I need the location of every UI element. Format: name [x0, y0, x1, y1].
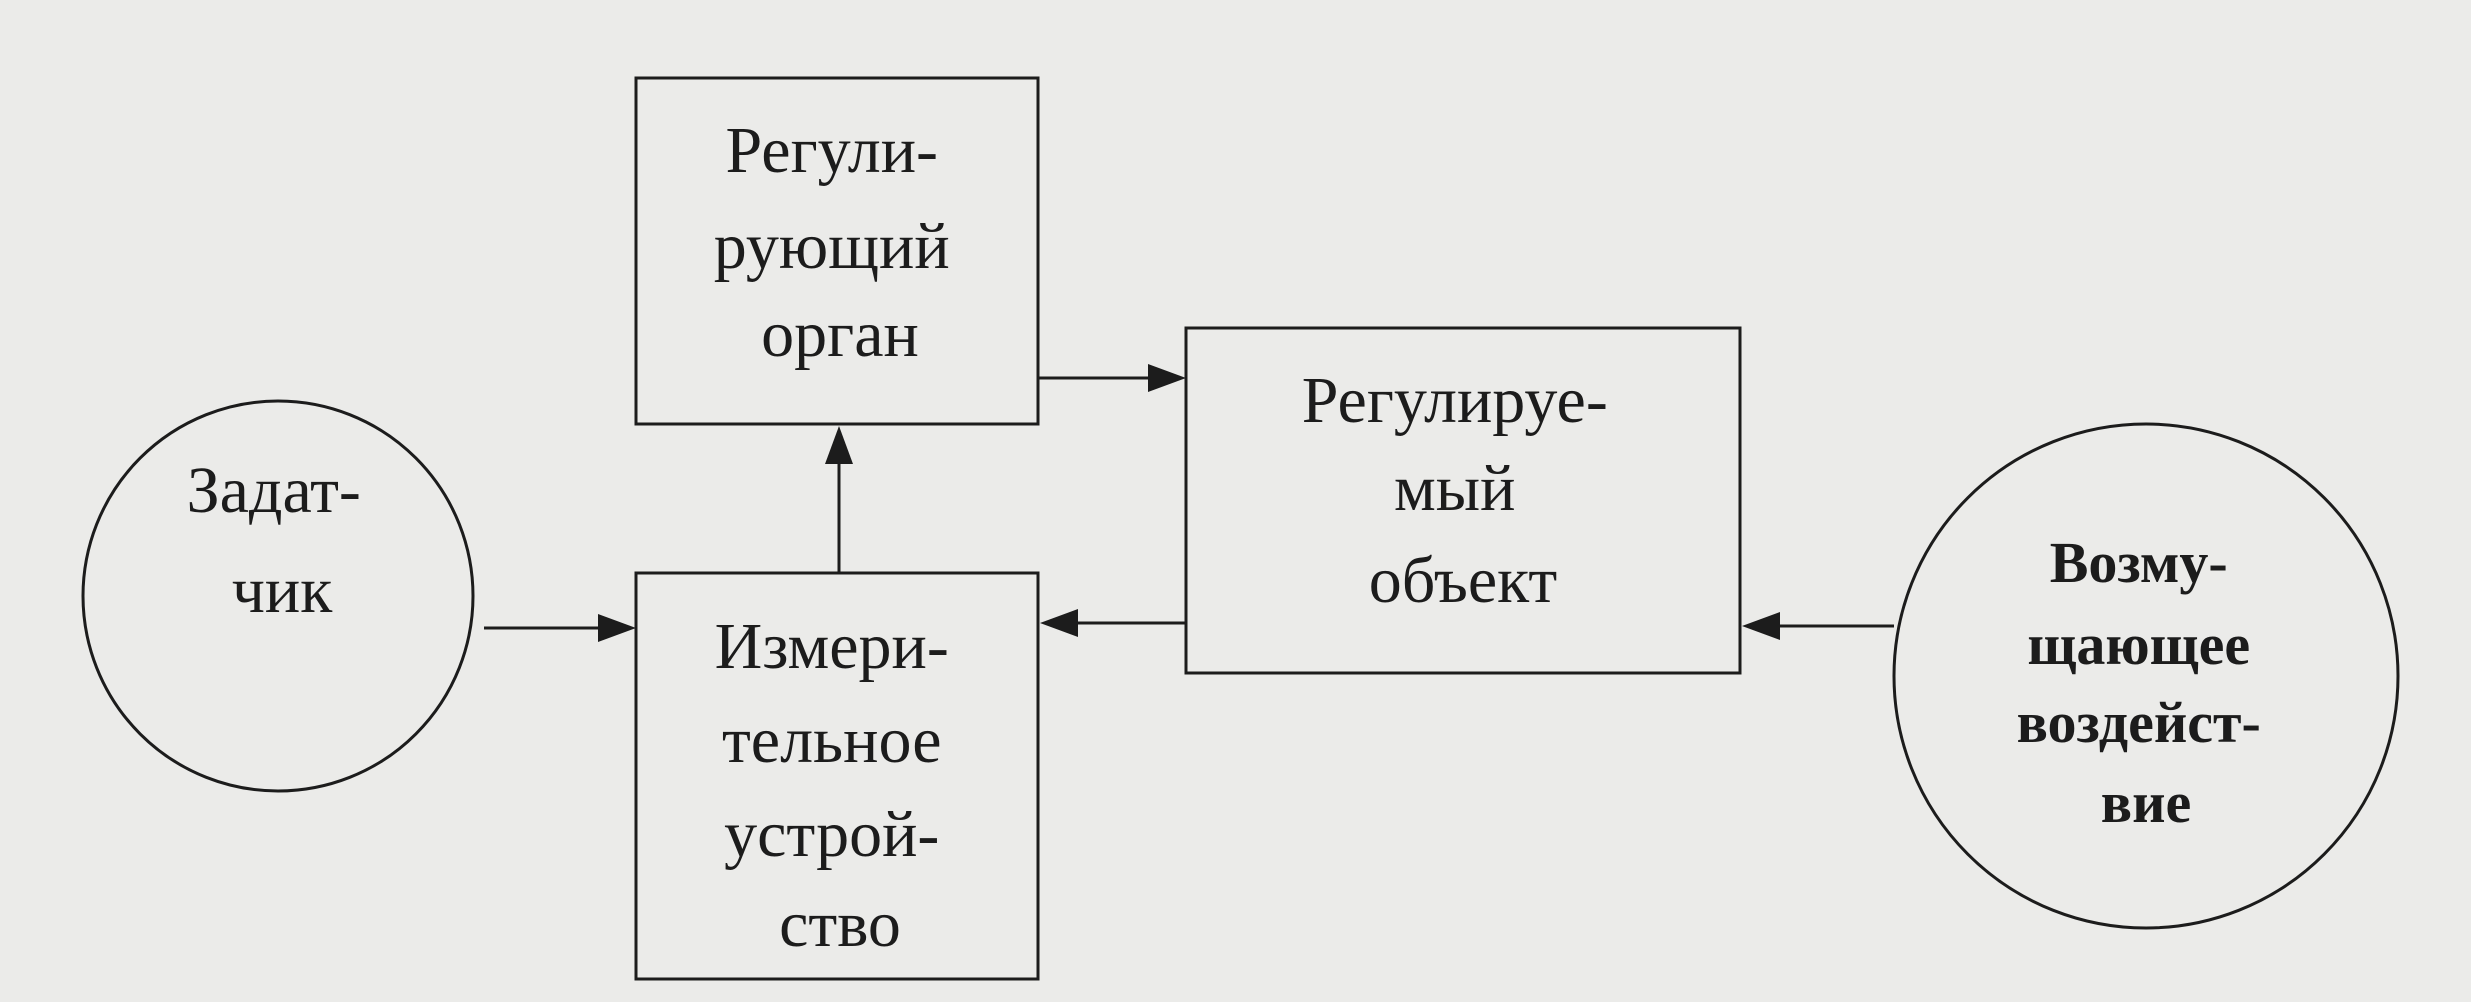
measuring-device-box: [634, 571, 1040, 981]
edge-disturbance-to-regulated-object: [1742, 612, 1894, 640]
disturbance-label-line-2: щающее: [2027, 612, 2250, 677]
regulating-organ-label-line-2: рующий: [714, 210, 950, 283]
arrow-head: [598, 614, 636, 642]
setpoint-node: Задат- чик: [81, 399, 475, 793]
setpoint-label-line-2: чик: [232, 554, 334, 627]
arrow-head: [825, 426, 853, 464]
regulated-object-node: Регулируе- мый объект: [1184, 326, 1742, 675]
svg-text:Регули- рующий орг: Регули- рующий орган: [714, 114, 966, 371]
disturbance-label-line-3: воздейст-: [2017, 690, 2261, 755]
setpoint-circle: [81, 399, 475, 793]
measuring-device-label-line-1: Измери-: [715, 610, 949, 683]
edge-measuring-device-to-regulating-organ: [825, 426, 853, 573]
disturbance-node: Возму- щающее воздейст- вие: [1892, 422, 2400, 930]
regulating-organ-label-line-3: орган: [761, 298, 919, 371]
edge-setpoint-to-measuring-device: [484, 614, 636, 642]
disturbance-circle: [1892, 422, 2400, 930]
regulating-organ-node: Регули- рующий орган: [634, 76, 1040, 426]
setpoint-label-line-1: Задат-: [187, 454, 361, 527]
measuring-device-label-line-2: тельное: [722, 704, 942, 777]
svg-text:Возму- щающее возд: Возму- щающее воздейст- вие: [2017, 530, 2276, 835]
regulated-object-label-line-1: Регулируе-: [1302, 364, 1608, 437]
edge-regulating-organ-to-regulated-object: [1038, 364, 1186, 392]
disturbance-label-line-4: вие: [2101, 770, 2191, 835]
arrow-head: [1742, 612, 1780, 640]
arrow-head: [1148, 364, 1186, 392]
svg-text:Регулируе- мый объ: Регулируе- мый объект: [1302, 364, 1625, 617]
disturbance-label-line-1: Возму-: [2050, 530, 2228, 595]
regulating-organ-box: [634, 76, 1040, 426]
svg-text:Задат- чик: Задат- чик: [187, 454, 378, 627]
svg-text:Измери- тельное ус: Измери- тельное устрой- ство: [715, 610, 966, 961]
regulated-object-box: [1184, 326, 1742, 675]
regulated-object-label-line-2: мый: [1394, 452, 1515, 525]
edge-regulated-object-to-measuring-device: [1040, 609, 1186, 637]
regulating-organ-label-line-1: Регули-: [725, 114, 938, 187]
measuring-device-label-line-4: ство: [779, 888, 901, 961]
regulated-object-label-line-3: объект: [1369, 544, 1557, 617]
measuring-device-label-line-3: устрой-: [724, 798, 939, 871]
measuring-device-node: Измери- тельное устрой- ство: [634, 571, 1040, 981]
arrow-head: [1040, 609, 1078, 637]
